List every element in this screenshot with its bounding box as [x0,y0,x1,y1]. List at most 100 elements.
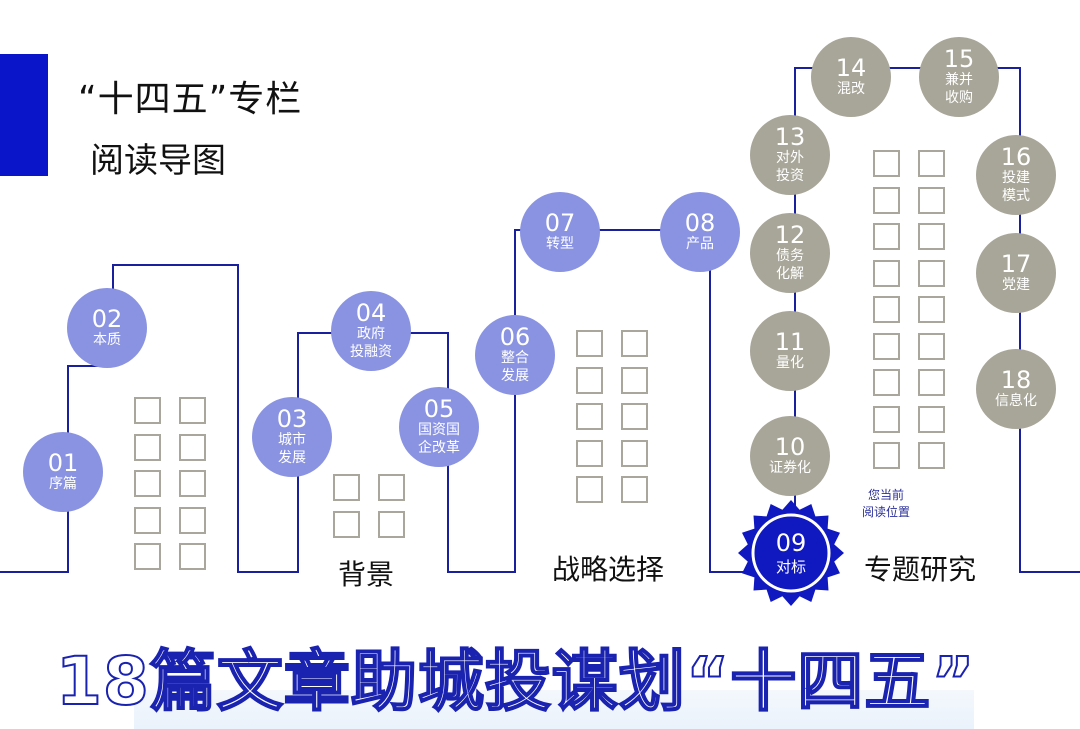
window [179,506,206,534]
window [918,150,945,177]
node-number: 02 [91,305,123,333]
banner-title: 18篇文章助城投谋划“十四五” [55,642,976,721]
node-number: 04 [355,299,387,327]
window [621,403,648,430]
window [134,470,161,497]
window [918,442,945,469]
window [333,474,360,501]
window [873,369,900,396]
window [179,433,206,461]
node-label: 投建 模式 [1002,170,1030,204]
window [378,474,405,501]
window [918,369,945,396]
current-position-note: 您当前 阅读位置 [862,488,911,519]
node-label: 证券化 [769,460,811,476]
node-number: 15 [943,45,975,73]
window [873,223,900,250]
page-subtitle: 阅读导图 [90,141,226,181]
node-label: 信息化 [995,393,1037,409]
node-number: 17 [1000,250,1032,278]
window [621,439,648,467]
accent-bar [0,54,48,176]
node-number: 01 [47,449,79,477]
window [576,330,603,357]
window [918,186,945,214]
window [918,259,945,287]
node-number: 11 [774,328,806,356]
node-label: 混改 [837,81,865,97]
window [873,405,900,433]
window [576,439,603,467]
node-number: 09 [775,528,807,557]
window [873,332,900,360]
node-number: 10 [774,433,806,461]
node-label: 对外 投资 [776,150,804,184]
node-number: 13 [774,123,806,151]
section-strategy: 战略选择 [552,553,665,586]
section-research: 专题研究 [864,553,977,586]
window [134,506,161,534]
node-number: 14 [835,54,867,82]
node-label: 整合 发展 [501,350,529,384]
node-number: 05 [423,395,455,423]
window [918,296,945,323]
window [873,296,900,323]
window [179,397,206,424]
window [918,332,945,360]
window [621,366,648,394]
node-number: 07 [544,209,576,237]
node-label: 产品 [686,236,714,252]
page-title: “十四五”专栏 [78,79,303,120]
window [576,366,603,394]
current-badge-icon [738,500,844,606]
node-label: 转型 [546,236,574,252]
node-number: 08 [684,209,716,237]
window [333,510,360,538]
node-label: 党建 [1002,277,1030,293]
window [873,259,900,287]
node-label: 政府 投融资 [350,326,392,360]
window [576,476,603,503]
node-label: 城市 发展 [278,432,306,466]
window [873,186,900,214]
node-label: 序篇 [49,476,77,492]
window [179,470,206,497]
window [873,150,900,177]
window [918,223,945,250]
window [621,330,648,357]
node-label: 量化 [776,355,804,371]
node-09-current[interactable]: 09 对标 [757,519,825,587]
node-number: 16 [1000,143,1032,171]
window [179,543,206,570]
window [621,476,648,503]
node-label: 对标 [775,557,806,576]
node-number: 06 [499,323,531,351]
window [918,405,945,433]
banner-background [134,690,974,729]
section-background: 背景 [338,558,395,591]
window [873,442,900,469]
node-label: 债务 化解 [776,248,804,282]
window [378,510,405,538]
window [134,433,161,461]
window [134,397,161,424]
node-number: 12 [774,221,806,249]
node-number: 18 [1000,366,1032,394]
